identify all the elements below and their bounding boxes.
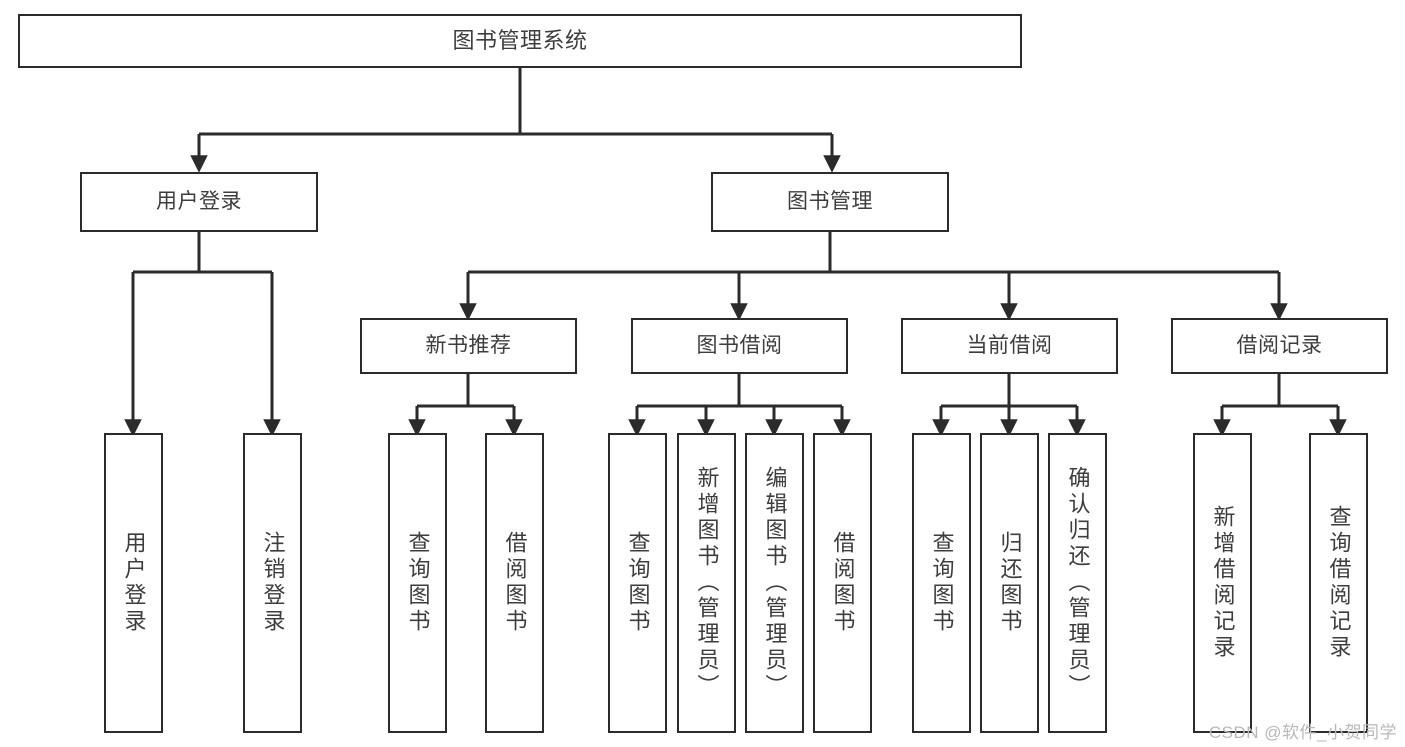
node-label: 确认归还（管理员） (1065, 466, 1091, 700)
node-label: 查询图书 (405, 531, 431, 635)
node-label: 用户登录 (156, 189, 242, 213)
leaf-record-query-borrow-record[interactable]: 查询借阅记录 (1309, 433, 1368, 733)
node-label: 图书管理 (787, 189, 873, 213)
leaf-current-return-book[interactable]: 归还图书 (980, 433, 1039, 733)
node-label: 图书借阅 (696, 333, 783, 357)
node-book-management[interactable]: 图书管理 (711, 172, 949, 232)
leaf-current-confirm-return-admin[interactable]: 确认归还（管理员） (1048, 433, 1107, 733)
node-label: 新增借阅记录 (1210, 505, 1236, 661)
node-label: 借阅记录 (1236, 333, 1323, 357)
node-label: 当前借阅 (966, 333, 1053, 357)
leaf-borrow-query-book[interactable]: 查询图书 (608, 433, 667, 733)
node-user-login[interactable]: 用户登录 (80, 172, 318, 232)
node-label: 归还图书 (997, 531, 1023, 635)
node-label: 借阅图书 (830, 531, 856, 635)
node-label: 新增图书（管理员） (694, 466, 720, 700)
leaf-recommend-borrow-book[interactable]: 借阅图书 (485, 433, 544, 733)
node-label: 编辑图书（管理员） (762, 466, 788, 700)
leaf-user-login[interactable]: 用户登录 (104, 433, 163, 733)
leaf-record-add-borrow-record[interactable]: 新增借阅记录 (1193, 433, 1252, 733)
leaf-current-query-book[interactable]: 查询图书 (912, 433, 971, 733)
node-label: 注销登录 (260, 531, 286, 635)
leaf-borrow-edit-book-admin[interactable]: 编辑图书（管理员） (745, 433, 804, 733)
leaf-borrow-add-book-admin[interactable]: 新增图书（管理员） (677, 433, 736, 733)
node-label: 查询借阅记录 (1326, 505, 1352, 661)
node-label: 借阅图书 (502, 531, 528, 635)
node-root-system[interactable]: 图书管理系统 (18, 14, 1022, 68)
node-book-borrow[interactable]: 图书借阅 (631, 318, 848, 374)
node-new-book-recommend[interactable]: 新书推荐 (360, 318, 577, 374)
node-label: 图书管理系统 (452, 28, 588, 54)
node-label: 新书推荐 (425, 333, 512, 357)
leaf-user-logout[interactable]: 注销登录 (243, 433, 302, 733)
node-label: 查询图书 (625, 531, 651, 635)
node-label: 查询图书 (929, 531, 955, 635)
node-current-borrow[interactable]: 当前借阅 (901, 318, 1118, 374)
node-label: 用户登录 (121, 531, 147, 635)
leaf-recommend-query-book[interactable]: 查询图书 (388, 433, 447, 733)
leaf-borrow-borrow-book[interactable]: 借阅图书 (813, 433, 872, 733)
node-borrow-record[interactable]: 借阅记录 (1171, 318, 1388, 374)
watermark: CSDN @软件_小贺同学 (1208, 723, 1397, 742)
